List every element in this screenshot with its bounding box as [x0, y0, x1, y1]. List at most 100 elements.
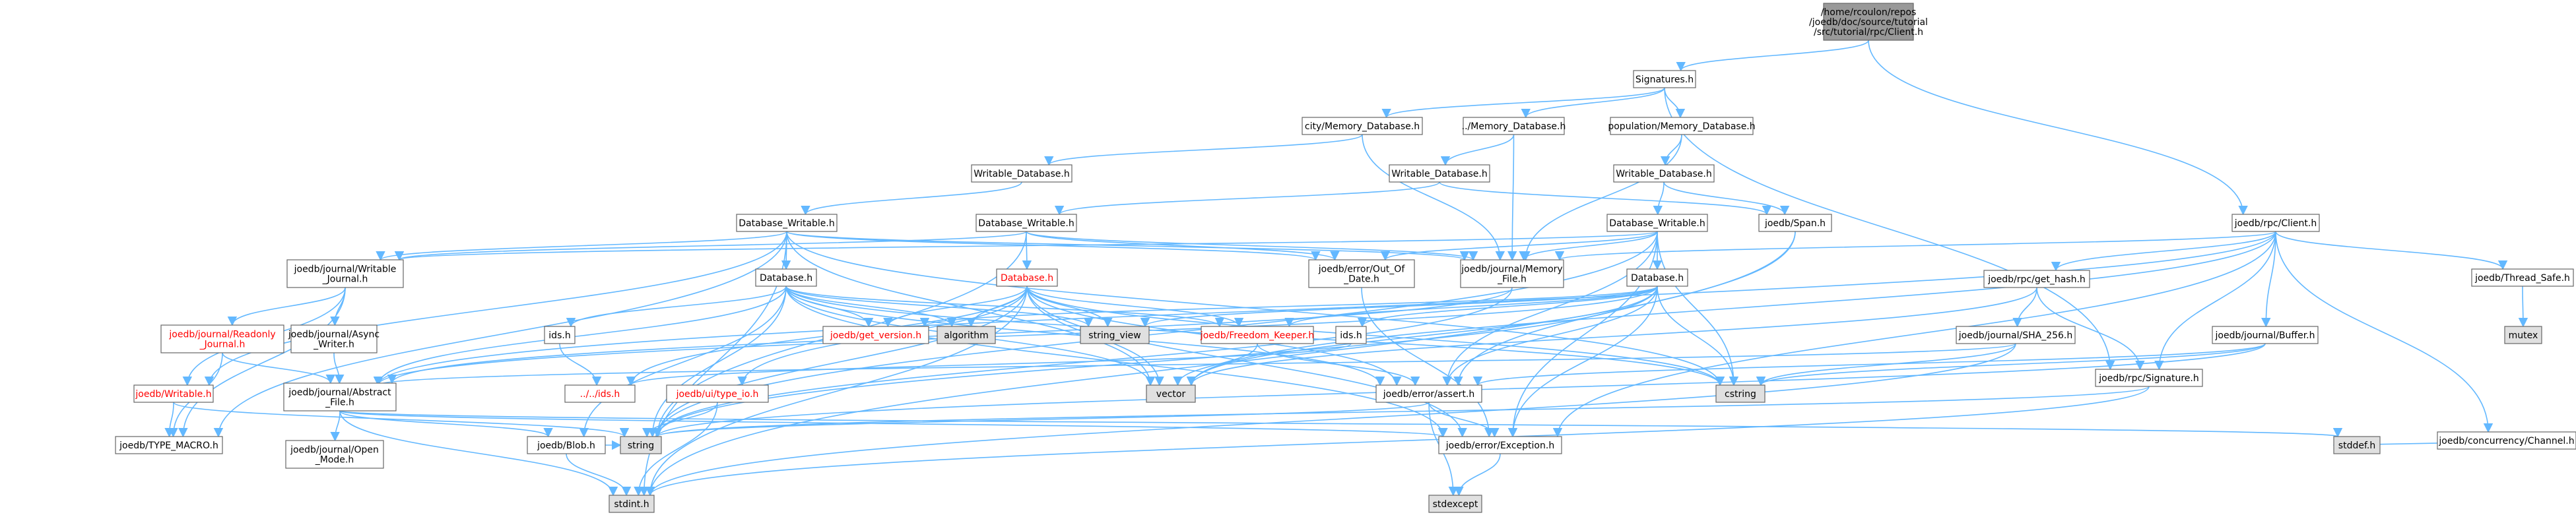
node-label: joedb/journal/Abstract: [288, 388, 391, 398]
node-label: string: [628, 441, 654, 451]
edge-root-to-rpc_client: [1868, 40, 2248, 216]
node-get-hash[interactable]: joedb/rpc/get_hash.h: [1983, 270, 2090, 288]
node-pop-mem[interactable]: population/Memory_Database.h: [1608, 117, 1756, 135]
node-writable-journal[interactable]: joedb/journal/Writable_Journal.h: [286, 259, 404, 288]
node-rpc-client[interactable]: joedb/rpc/Client.h: [2231, 214, 2320, 232]
node-exception[interactable]: joedb/error/Exception.h: [1438, 436, 1562, 454]
node-sha256[interactable]: joedb/journal/SHA_256.h: [1956, 326, 2076, 344]
node-get-version[interactable]: joedb/get_version.h: [822, 326, 929, 344]
node-box: [285, 440, 384, 469]
node-freedom-keeper[interactable]: joedb/Freedom_Keeper.h: [1200, 326, 1314, 344]
node-label: population/Memory_Database.h: [1608, 121, 1755, 132]
node-dbw-mid[interactable]: Database_Writable.h: [975, 214, 1077, 232]
edge-db_right-to-exception: [1507, 286, 1658, 438]
node-label: joedb/journal/Buffer.h: [2215, 330, 2315, 341]
node-root[interactable]: /home/rcoulon/repos/joedb/doc/source/tut…: [1809, 3, 1928, 41]
node-type-macro[interactable]: joedb/TYPE_MACRO.h: [115, 436, 223, 454]
node-wdb-right[interactable]: Writable_Database.h: [1613, 164, 1715, 183]
node-stddef: stddef.h: [2333, 436, 2381, 454]
node-label: _Date.h: [1343, 274, 1379, 285]
node-cstring: cstring: [1715, 384, 1766, 403]
edge-db_mid-to-freedom_keeper: [1026, 286, 1244, 328]
node-label: joedb/Span.h: [1764, 218, 1826, 229]
node-box: [290, 324, 378, 353]
edge-signatures-to-city_mem: [1381, 87, 1665, 119]
edge-abstract_file-to-blob: [339, 410, 553, 438]
edge-blob-to-stdint: [566, 453, 632, 497]
node-mem-file[interactable]: joedb/journal/Memory_File.h: [1460, 259, 1564, 288]
node-label: joedb/journal/Open: [290, 445, 379, 456]
node-wdb-left[interactable]: Writable_Database.h: [971, 164, 1073, 183]
node-readonly-journal[interactable]: joedb/journal/Readonly_Journal.h: [160, 324, 284, 353]
edge-writable_journal-to-type_macro: [178, 287, 346, 438]
node-label: Database_Writable.h: [978, 218, 1074, 229]
node-label: joedb/journal/SHA_256.h: [1958, 330, 2073, 341]
node-box: [1335, 326, 1367, 344]
node-label: joedb/journal/Async: [288, 330, 380, 340]
node-box: [1463, 117, 1565, 135]
edge-rpc_client-to-buffer: [2261, 231, 2276, 328]
edge-db_mid-to-cstring: [1026, 286, 1725, 386]
node-writable-h[interactable]: joedb/Writable.h: [133, 384, 214, 403]
node-algorithm: algorithm: [937, 326, 996, 344]
node-db-right[interactable]: Database.h: [1626, 268, 1688, 287]
node-label: ids.h: [548, 330, 570, 341]
node-wdb-mid[interactable]: Writable_Database.h: [1389, 164, 1490, 183]
node-box: [971, 164, 1073, 183]
edge-dbw_mid-to-writable_journal: [395, 231, 1027, 261]
node-db-left[interactable]: Database.h: [755, 268, 817, 287]
edge-dbw_mid-to-out_of_date: [1026, 231, 1340, 261]
node-type-io[interactable]: joedb/ui/type_io.h: [666, 384, 769, 403]
edge-wdb_right-to-span: [1663, 181, 1790, 216]
node-box: [286, 259, 404, 288]
node-box: [1389, 164, 1490, 183]
node-signatures[interactable]: Signatures.h: [1633, 70, 1696, 88]
node-box: [2095, 369, 2203, 387]
node-buffer[interactable]: joedb/journal/Buffer.h: [2212, 326, 2319, 344]
node-rpc-signature[interactable]: joedb/rpc/Signature.h: [2095, 369, 2203, 387]
edge-writable_h-to-string: [173, 402, 629, 438]
edge-dbw_right-to-out_of_date: [1380, 231, 1658, 261]
node-db-mid[interactable]: Database.h: [996, 268, 1058, 287]
node-up-ids[interactable]: ../../ids.h: [564, 384, 636, 403]
node-box: [1460, 259, 1564, 288]
node-ids-right[interactable]: ids.h: [1335, 326, 1367, 344]
node-dbw-right[interactable]: Database_Writable.h: [1606, 214, 1708, 232]
edge-sha256-to-array: [374, 343, 2016, 386]
node-up-mem[interactable]: ../Memory_Database.h: [1462, 117, 1566, 135]
node-channel[interactable]: joedb/concurrency/Channel.h: [2437, 431, 2576, 450]
edge-sha256-to-stdint: [645, 343, 2016, 497]
edge-readonly_journal-to-abstract_file: [222, 352, 335, 384]
node-label: stdexcept: [1433, 499, 1478, 510]
node-out-of-date[interactable]: joedb/error/Out_Of_Date.h: [1308, 259, 1415, 288]
node-thread-safe[interactable]: joedb/Thread_Safe.h: [2471, 268, 2574, 287]
node-box: [544, 326, 576, 344]
node-ids-left[interactable]: ids.h: [544, 326, 576, 344]
edge-pop_mem-to-mem_file: [1521, 134, 1682, 261]
node-city-mem[interactable]: city/Memory_Database.h: [1302, 117, 1423, 135]
node-box: [755, 268, 817, 287]
edge-ids_right-to-up_ids: [626, 343, 1352, 386]
node-stdexcept: stdexcept: [1428, 495, 1482, 513]
node-box: [975, 214, 1077, 232]
node-async-writer[interactable]: joedb/journal/Async_Writer.h: [288, 324, 380, 353]
node-label: ../../ids.h: [580, 389, 620, 400]
node-box: [620, 436, 662, 454]
node-box: [609, 495, 655, 513]
node-abstract-file[interactable]: joedb/journal/Abstract_File.h: [283, 382, 397, 411]
node-dbw-left[interactable]: Database_Writable.h: [736, 214, 838, 232]
node-span[interactable]: joedb/Span.h: [1758, 214, 1832, 232]
node-blob[interactable]: joedb/Blob.h: [527, 436, 606, 454]
node-label: joedb/get_version.h: [830, 330, 921, 341]
node-open-mode[interactable]: joedb/journal/Open_Mode.h: [285, 440, 384, 469]
node-assert[interactable]: joedb/error/assert.h: [1375, 384, 1482, 403]
node-box: [1956, 326, 2076, 344]
edge-dbw_left-to-cstring: [786, 231, 1725, 386]
edge-rpc_client-to-exception: [1552, 231, 2276, 438]
edge-abstract_file-to-exception: [339, 410, 1447, 438]
edge-db_left-to-freedom_keeper: [785, 286, 1224, 328]
edge-db_mid-to-algorithm: [966, 286, 1028, 328]
edge-dbw_right-to-writable_journal: [395, 231, 1658, 261]
node-label: joedb/journal/Readonly: [168, 330, 275, 340]
